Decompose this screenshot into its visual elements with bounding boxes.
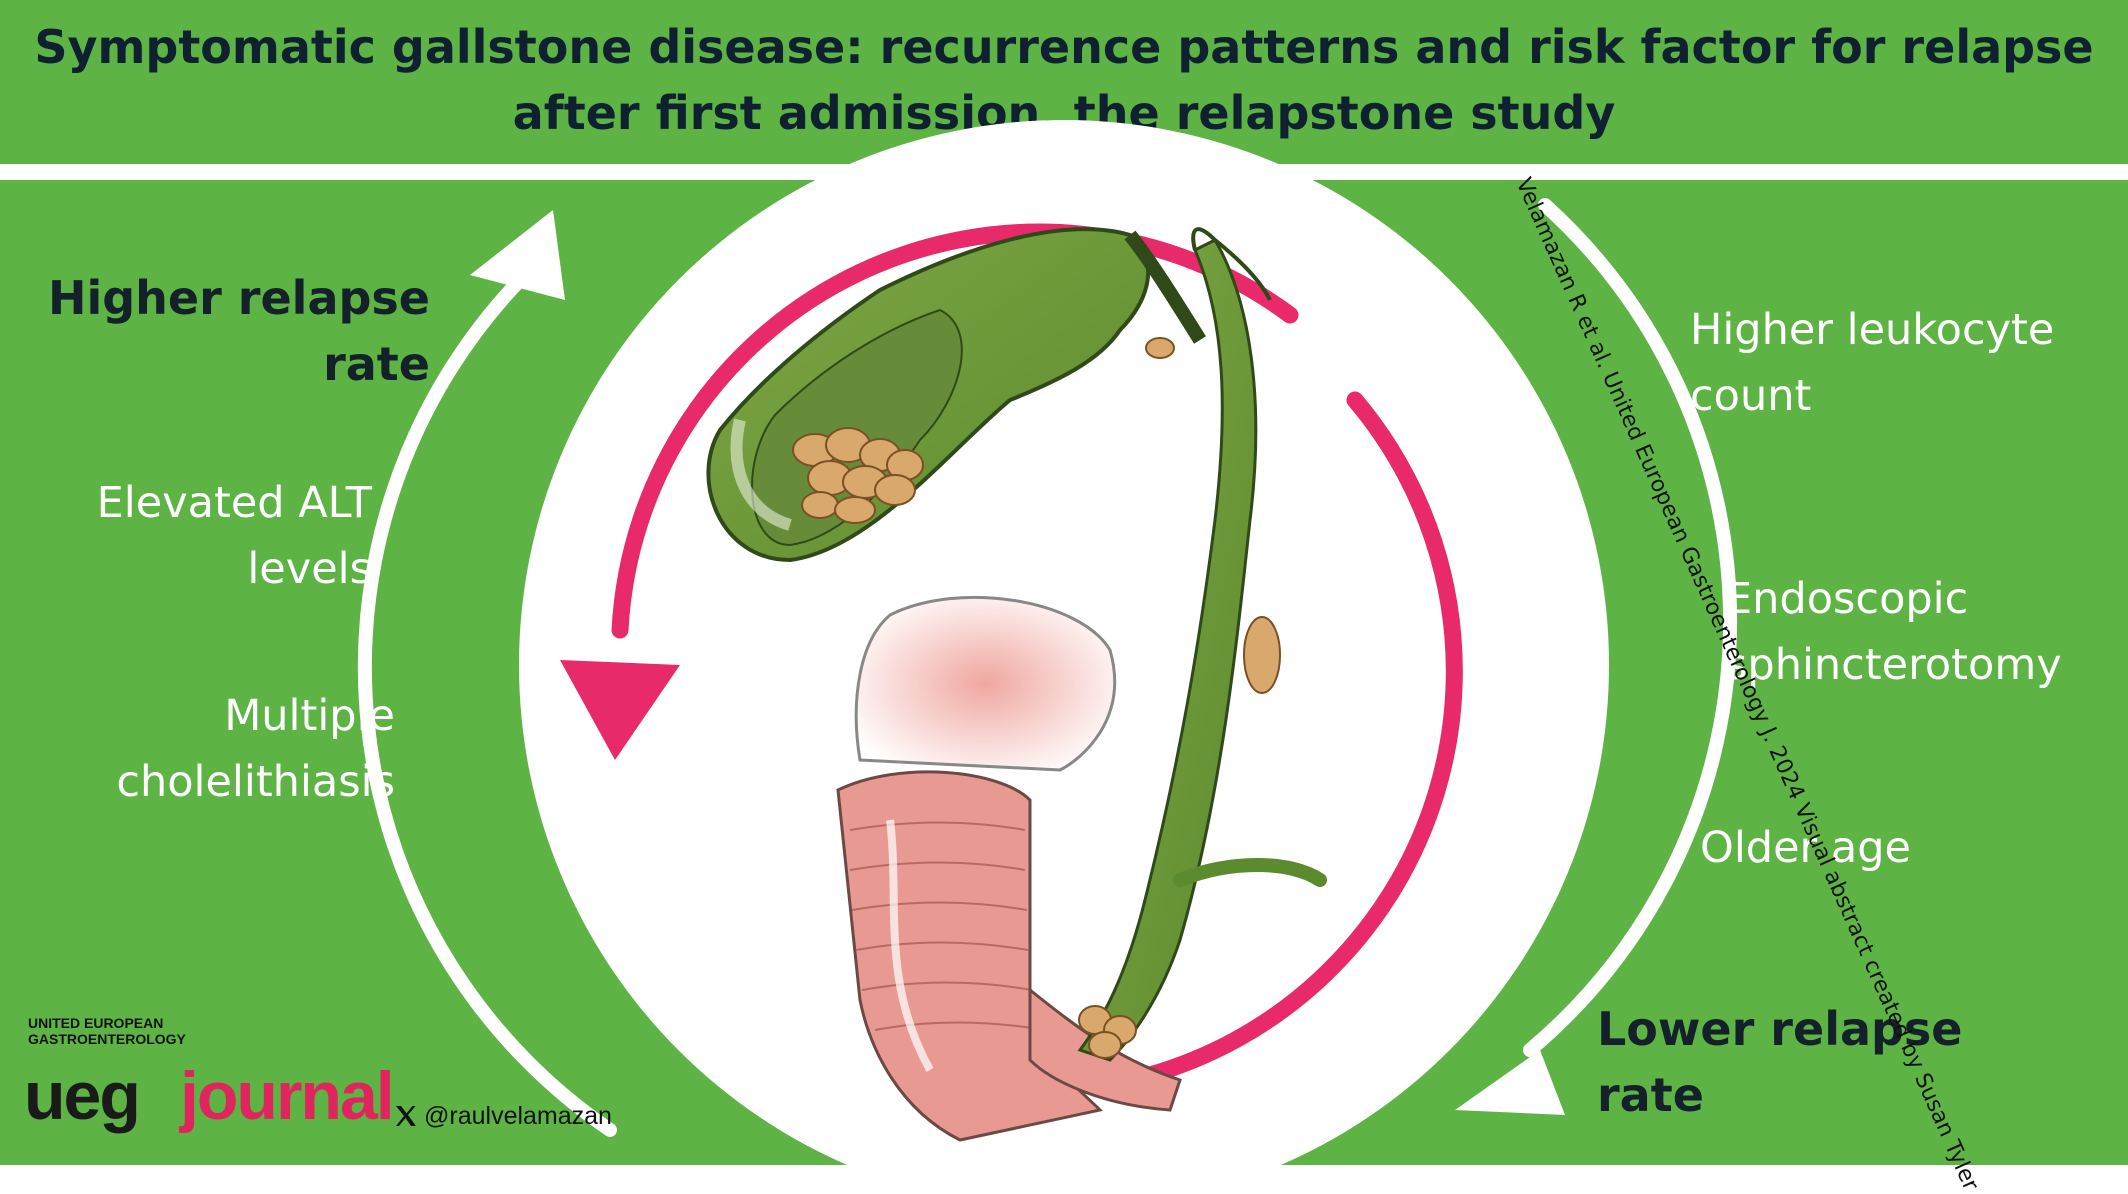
pink-cycle-arrow bbox=[611, 223, 1463, 1084]
title-line-1: Symptomatic gallstone disease: recurrenc… bbox=[34, 20, 2094, 74]
cystic-duct bbox=[1124, 230, 1206, 344]
gallstones bbox=[792, 427, 924, 524]
ampulla-stones bbox=[1078, 1005, 1137, 1059]
pancreatic-duct bbox=[1173, 858, 1327, 887]
gallbladder-lumen bbox=[751, 308, 963, 547]
left-cycle-arrow-head bbox=[470, 210, 565, 300]
right-cycle-arrow-head bbox=[1455, 1050, 1565, 1115]
factor-elevated-alt: Elevated ALT levels bbox=[96, 478, 372, 594]
left-cycle-arrow bbox=[357, 273, 617, 1137]
factor-multiple-cholelithiasis: Multiple cholelithiasis bbox=[116, 691, 395, 807]
common-duct-stone bbox=[1243, 616, 1281, 694]
stomach-shadow bbox=[854, 595, 1117, 772]
higher-relapse-rate-label: Higher relapse rate bbox=[47, 271, 430, 391]
page-title: Symptomatic gallstone disease: recurrenc… bbox=[0, 14, 2128, 146]
illustration bbox=[357, 198, 1738, 1142]
logo-org-name: UNITED EUROPEAN GASTROENTEROLOGY bbox=[28, 1015, 186, 1047]
duodenum-highlight bbox=[886, 819, 934, 1072]
factor-older-age: Older age bbox=[1700, 823, 1911, 873]
logo-ueg: ueg bbox=[24, 1058, 141, 1134]
pink-cycle-arrow-head bbox=[560, 660, 680, 760]
duodenum-folds bbox=[849, 821, 1046, 1031]
factor-higher-leukocyte-count: Higher leukocyte count bbox=[1690, 305, 2055, 421]
cystic-duct-stone bbox=[1145, 337, 1175, 359]
x-logo-icon bbox=[396, 1106, 416, 1126]
right-cycle-arrow bbox=[1523, 198, 1738, 1057]
factor-endoscopic-sphincterotomy: Endoscopic sphincterotomy bbox=[1725, 574, 2062, 690]
lower-relapse-rate-label: Lower relapse rate bbox=[1597, 1002, 1963, 1122]
gallbladder-highlight bbox=[730, 418, 792, 531]
social-handle[interactable]: @raulvelamazan bbox=[424, 1102, 612, 1130]
logo-journal: journal bbox=[180, 1058, 395, 1134]
hepatic-duct-branch bbox=[1191, 227, 1272, 301]
